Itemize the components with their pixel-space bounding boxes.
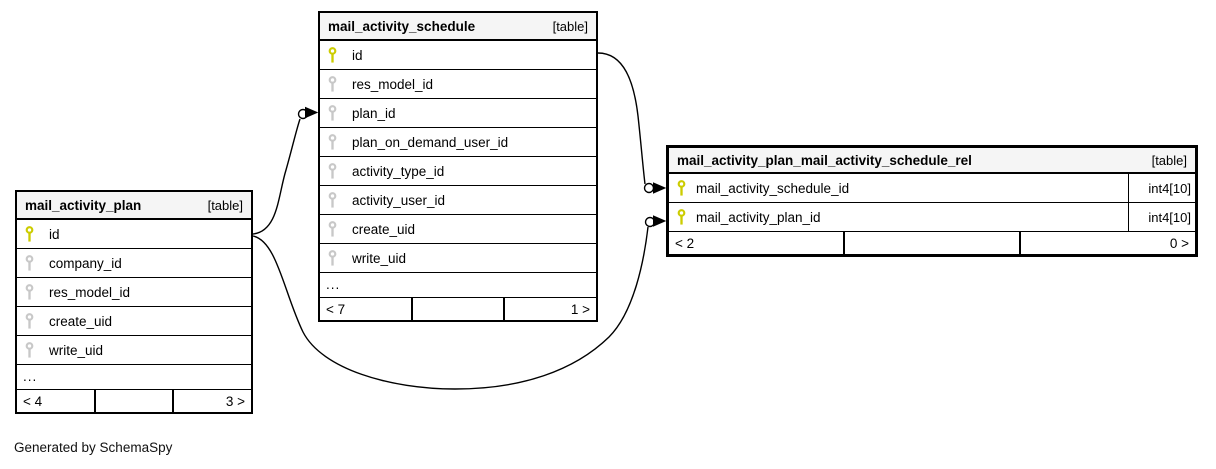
foreign-key-icon [327,220,339,238]
column-name: create_uid [352,221,416,237]
table-footer: < 2 0 > [669,232,1195,254]
column-row: company_id [17,249,251,278]
footer-center-cell [93,390,173,412]
table-footer: < 7 1 > [320,298,596,320]
column-row: write_uid [320,244,596,273]
foreign-key-icon [24,341,36,359]
foreign-key-icon [327,104,339,122]
foreign-key-icon [327,249,339,267]
column-row: res_model_id [17,278,251,307]
foreign-key-icon [327,133,339,151]
table-header: mail_activity_plan [table] [17,192,251,220]
foreign-key-icon [327,75,339,93]
foreign-key-icon [24,283,36,301]
table-tag: [table] [552,18,588,34]
foreign-key-icon [327,162,339,180]
foreign-key-icon [24,312,36,330]
foreign-key-icon [327,191,339,209]
footer-outbound-count: 3 > [172,390,251,412]
connector-arrowhead [305,106,319,119]
primary-key-icon [676,179,688,197]
generated-by-note: Generated by SchemaSpy [14,440,173,455]
connector-schedule-id-to-rel-schedule-id [597,52,646,185]
column-name: plan_on_demand_user_id [352,134,509,150]
table-tag: [table] [1151,152,1187,168]
footer-inbound-count: < 7 [326,301,346,317]
footer-inbound-count: < 2 [675,235,695,251]
hidden-columns-ellipsis: ... [320,273,596,298]
foreign-key-icon [24,254,36,272]
hidden-columns-ellipsis: ... [17,365,251,390]
column-name: mail_activity_plan_id [696,209,821,225]
column-row: plan_id [320,99,596,128]
table-name-link[interactable]: mail_activity_plan [25,197,142,213]
primary-key-icon [24,225,36,243]
connector-arrowhead [653,215,667,227]
column-row: mail_activity_schedule_id int4[10] [669,174,1195,203]
footer-outbound-count: 1 > [503,298,596,320]
column-row: plan_on_demand_user_id [320,128,596,157]
column-name: write_uid [352,250,407,266]
column-name: id [352,47,363,63]
primary-key-icon [327,46,339,64]
column-name: create_uid [49,313,113,329]
column-name: plan_id [352,105,396,121]
column-type: int4[10] [1128,203,1195,231]
column-row: res_model_id [320,70,596,99]
footer-inbound-count: < 4 [23,393,43,409]
table-header: mail_activity_schedule [table] [320,13,596,41]
table-mail-activity-schedule: mail_activity_schedule [table] id res_mo… [318,11,598,322]
table-mail-activity-plan: mail_activity_plan [table] id company_id… [15,190,253,414]
column-row: activity_type_id [320,157,596,186]
column-name: res_model_id [49,284,131,300]
footer-center-cell [843,232,1019,254]
connector-plan-id-to-schedule-plan-id [252,118,301,235]
column-name: mail_activity_schedule_id [696,180,850,196]
column-row: activity_user_id [320,186,596,215]
connector-plan-id-to-rel-plan-id [252,226,649,390]
table-name-link[interactable]: mail_activity_schedule [328,18,476,34]
column-name: company_id [49,255,122,271]
connector-endpoint-circle [643,182,655,194]
footer-center-cell [410,298,504,320]
column-row: id [17,220,251,249]
table-footer: < 4 3 > [17,390,251,412]
column-name: res_model_id [352,76,434,92]
column-type: int4[10] [1128,174,1195,202]
column-name: write_uid [49,342,104,358]
column-row: create_uid [17,307,251,336]
footer-outbound-count: 0 > [1019,232,1195,254]
table-tag: [table] [207,197,243,213]
column-row: create_uid [320,215,596,244]
column-name: activity_user_id [352,192,446,208]
primary-key-icon [676,208,688,226]
table-name-link[interactable]: mail_activity_plan_mail_activity_schedul… [677,152,972,168]
column-row: write_uid [17,336,251,365]
column-name: id [49,226,60,242]
column-row: mail_activity_plan_id int4[10] [669,203,1195,232]
table-mail-activity-plan-mail-activity-schedule-rel: mail_activity_plan_mail_activity_schedul… [666,145,1198,257]
column-row: id [320,41,596,70]
table-header: mail_activity_plan_mail_activity_schedul… [669,148,1195,174]
connector-arrowhead [653,182,667,194]
column-name: activity_type_id [352,163,445,179]
